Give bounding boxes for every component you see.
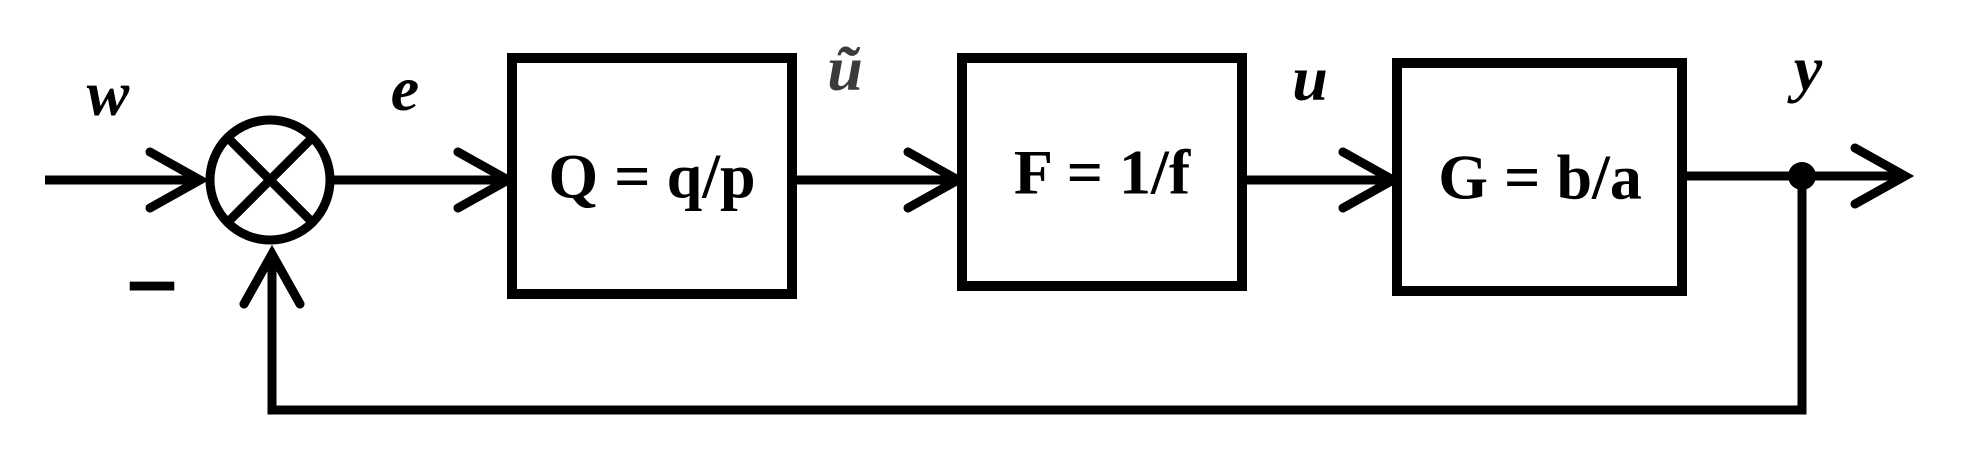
signal-label-e: e [391,53,419,124]
signal-label-u-tilde: ũ [827,33,863,104]
signal-label-w: w [87,58,130,129]
summing-junction [205,115,335,245]
block-q-label: Q = q/p [548,141,755,212]
block-q [507,53,797,299]
block-g [1392,58,1687,296]
feedback-arrowhead [239,244,305,309]
input-arrowhead [145,147,210,213]
block-f [957,53,1247,291]
signal-label-u: u [1292,43,1328,114]
block-f-label: F = 1/f [1014,137,1191,208]
signal-label-y: y [1787,33,1823,104]
block-g-label: G = b/a [1438,142,1642,213]
feedback-minus-sign: – [127,230,177,330]
output-arrowhead [1850,143,1915,209]
feedback-wire [267,176,1807,415]
